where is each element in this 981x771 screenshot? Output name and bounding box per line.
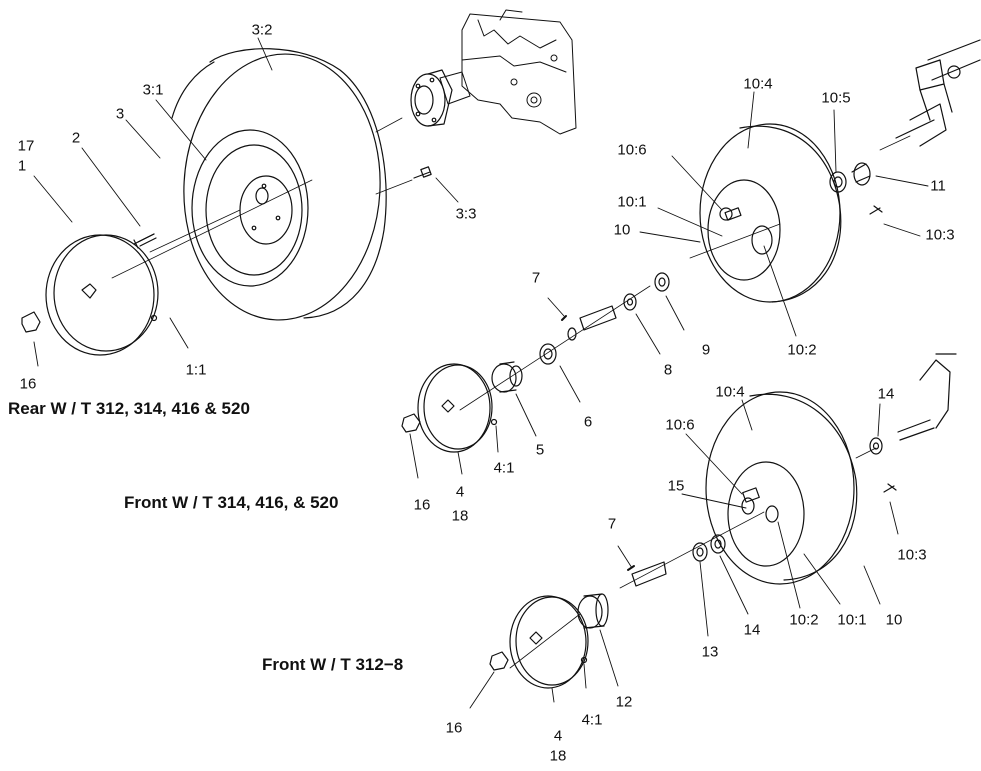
- label-2: 2: [71, 129, 81, 147]
- title-rear-assembly: Rear W / T 312, 314, 416 & 520: [8, 399, 250, 418]
- label-3: 3: [115, 105, 125, 123]
- label-10-2-a: 10:2: [787, 341, 817, 359]
- label-8: 8: [663, 361, 673, 379]
- label-12: 12: [615, 693, 633, 711]
- spindle-a: [879, 39, 981, 151]
- title-front-assembly-b: Front W / T 312−8: [262, 655, 404, 674]
- label-7-a: 7: [531, 269, 541, 287]
- label-10-b: 10: [885, 611, 903, 629]
- label-10-4-a: 10:4: [743, 75, 773, 93]
- label-11: 11: [930, 177, 946, 195]
- label-18-b: 18: [549, 747, 567, 765]
- label-16-front-a: 16: [413, 496, 431, 514]
- front-b-hubcap: [509, 595, 589, 689]
- label-10-6-a: 10:6: [617, 141, 647, 159]
- clip-16-front-a: [401, 413, 421, 433]
- spindle-b: [855, 353, 957, 459]
- hub-flange: [410, 69, 453, 127]
- bolt-10-3: [869, 205, 883, 215]
- title-front-assembly-a: Front W / T 314, 416, & 520: [124, 493, 339, 512]
- label-14-a: 14: [877, 385, 895, 403]
- label-10-a: 10: [613, 221, 631, 239]
- label-10-1-b: 10:1: [837, 611, 867, 629]
- label-3-2: 3:2: [251, 21, 273, 39]
- bolt-10-3b: [883, 483, 897, 493]
- label-10-1-a: 10:1: [617, 193, 647, 211]
- label-9: 9: [701, 341, 711, 359]
- bushing-11: [829, 162, 871, 193]
- label-14-b: 14: [743, 621, 761, 639]
- label-10-3-a: 10:3: [925, 226, 955, 244]
- front-wheel-a: [689, 123, 842, 303]
- front-wheel-b: [619, 391, 858, 589]
- label-4-b: 4: [553, 727, 563, 745]
- front-a-spacers: [459, 272, 670, 411]
- rear-hubcap: [45, 234, 159, 356]
- label-3-1: 3:1: [142, 81, 164, 99]
- label-16-rear: 16: [19, 375, 37, 393]
- label-7-b: 7: [607, 515, 617, 533]
- label-10-5: 10:5: [821, 89, 851, 107]
- label-10-3-b: 10:3: [897, 546, 927, 564]
- label-10-4-b: 10:4: [715, 383, 745, 401]
- rear-rim: [191, 129, 309, 287]
- label-17: 17: [17, 137, 35, 155]
- label-4-a: 4: [455, 483, 465, 501]
- transaxle-housing: [439, 9, 577, 135]
- label-18-a: 18: [451, 507, 469, 525]
- label-6: 6: [583, 413, 593, 431]
- label-5: 5: [535, 441, 545, 459]
- front-b-washers: [627, 534, 726, 587]
- bearing-5: [491, 361, 523, 393]
- front-a-hubcap: [417, 363, 498, 453]
- label-4-1-b: 4:1: [581, 711, 603, 729]
- label-15: 15: [667, 477, 685, 495]
- label-1-1: 1:1: [185, 361, 207, 379]
- label-10-2-b: 10:2: [789, 611, 819, 629]
- wheel-bolt-3-3: [375, 166, 432, 195]
- leader-lines: [33, 37, 929, 709]
- rear-tire: [171, 48, 387, 321]
- label-4-1-a: 4:1: [493, 459, 515, 477]
- clip-16-rear: [21, 311, 41, 333]
- clip-16-front-b: [489, 651, 509, 671]
- label-13: 13: [701, 643, 719, 661]
- label-3-3: 3:3: [455, 205, 477, 223]
- label-1: 1: [17, 157, 27, 175]
- label-10-6-b: 10:6: [665, 416, 695, 434]
- label-16-front-b: 16: [445, 719, 463, 737]
- spacer-12: [577, 593, 609, 629]
